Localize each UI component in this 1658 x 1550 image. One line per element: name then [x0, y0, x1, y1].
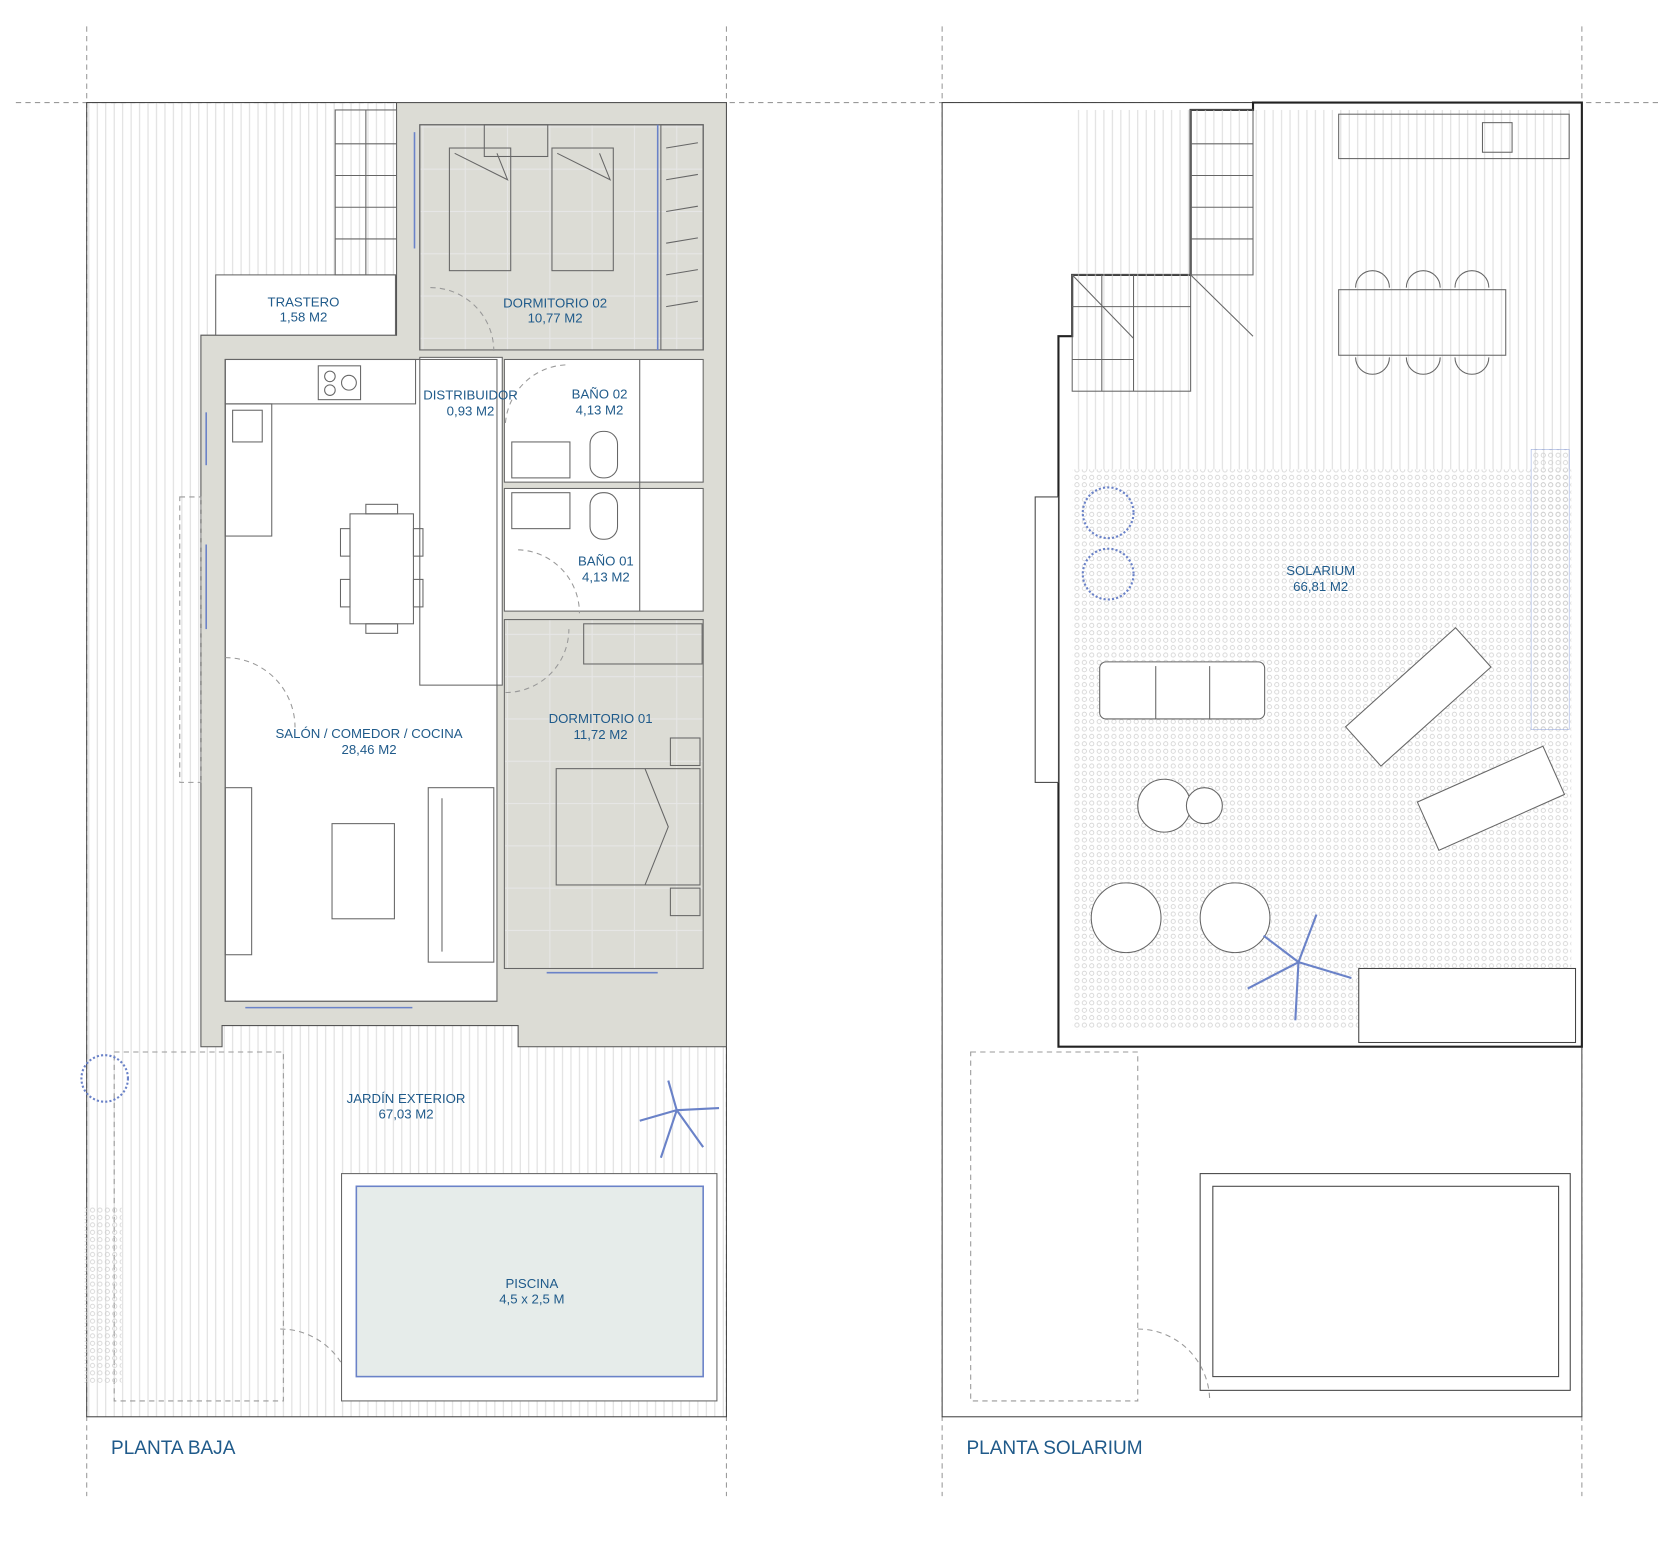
wardrobe: [660, 124, 704, 351]
stairs: [1071, 109, 1254, 392]
door-swings: [179, 287, 580, 1401]
outdoor-dining-table: [1338, 270, 1507, 375]
room-name: DORMITORIO 02: [503, 296, 607, 311]
living-furniture: [224, 787, 495, 963]
room-name: TRASTERO: [268, 295, 340, 310]
dining-table: [339, 503, 424, 634]
room-name: DORMITORIO 01: [549, 711, 653, 726]
room-area: 4,13 M2: [576, 402, 624, 417]
palm-plant-icon: [80, 1054, 720, 1159]
distribuidor-floor: [419, 356, 503, 686]
planta-baja: TRASTERO 1,58 M2 DORMITORIO 02 10,77 M2 …: [80, 102, 727, 1459]
trastero-floor: [215, 274, 396, 336]
room-area: 11,72 M2: [574, 727, 628, 742]
room-area: 67,03 M2: [379, 1107, 434, 1122]
plan-title: PLANTA BAJA: [111, 1438, 236, 1459]
outdoor-kitchen: [1338, 113, 1570, 160]
pool: [355, 1185, 704, 1378]
room-name: PISCINA: [505, 1276, 558, 1291]
room-area: 28,46 M2: [341, 742, 396, 757]
room-name: JARDÍN EXTERIOR: [347, 1091, 466, 1106]
room-area: 66,81 M2: [1293, 579, 1348, 594]
room-name: SOLARIUM: [1286, 563, 1355, 578]
palm-plant-icon: [1081, 486, 1352, 1021]
double-bed: [555, 737, 701, 917]
dormitorio-02-floor: [419, 124, 704, 351]
room-name: BAÑO 01: [578, 554, 634, 569]
room-area: 10,77 M2: [528, 310, 583, 325]
room-name: DISTRIBUIDOR: [423, 388, 518, 403]
lounge-furniture: [1090, 626, 1566, 954]
kitchen-counter: [224, 358, 417, 537]
stairs: [334, 109, 398, 276]
plan-title: PLANTA SOLARIUM: [966, 1438, 1142, 1459]
bano-01-floor: [503, 487, 704, 612]
bathroom-fixtures: [511, 359, 703, 665]
room-name: SALÓN / COMEDOR / COCINA: [275, 726, 462, 741]
flower-bed: [84, 1205, 122, 1386]
planta-solarium: SOLARIUM 66,81 M2 PLANTA SOLARIUM: [941, 101, 1583, 1459]
flower-bed: [1530, 449, 1570, 730]
room-labels: TRASTERO 1,58 M2 DORMITORIO 02 10,77 M2 …: [268, 295, 653, 1307]
pool-outline: [1199, 1173, 1571, 1391]
twin-beds: [448, 124, 614, 272]
bano-02-floor: [503, 358, 704, 483]
room-area: 4,13 M2: [582, 570, 630, 585]
room-area: 4,5 x 2,5 M: [499, 1292, 564, 1307]
room-area: 1,58 M2: [280, 309, 328, 324]
windows: [205, 132, 658, 1009]
room-name: BAÑO 02: [572, 387, 628, 402]
room-area: 0,93 M2: [447, 404, 495, 419]
